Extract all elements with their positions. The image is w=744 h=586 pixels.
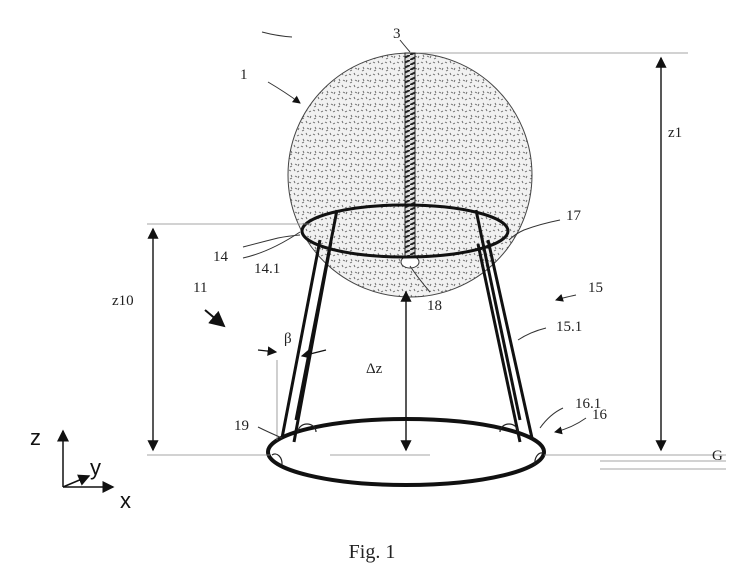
leg-front-right — [476, 239, 534, 443]
feet — [271, 423, 544, 466]
label-upper-ring: 14 — [213, 249, 229, 265]
axis-y-label: y — [90, 455, 101, 480]
legs — [280, 209, 534, 443]
angle-arrow-right — [300, 349, 327, 359]
label-ground: G — [712, 448, 723, 464]
label-tether: 3 — [393, 26, 401, 42]
leader-lines — [242, 31, 564, 439]
angle-arrow-left — [257, 346, 278, 356]
label-attachment: 17 — [566, 208, 582, 224]
pointer-15 — [555, 293, 577, 302]
pointer-1 — [267, 81, 301, 104]
reference-lines — [147, 52, 726, 470]
axis-x-label: x — [120, 488, 131, 513]
label-gap: Δz — [366, 361, 383, 377]
axis-z-label: z — [30, 425, 41, 450]
label-upper-ring-sub: 14.1 — [254, 261, 280, 277]
label-lower-ring-sub: 16.1 — [575, 396, 601, 412]
pointer-16 — [554, 417, 587, 435]
label-lower-ring: 16 — [592, 407, 608, 423]
figure-caption: Fig. 1 — [349, 541, 396, 563]
leg-back-right — [474, 209, 522, 421]
label-legs: 15 — [588, 280, 603, 296]
label-tether-end: 18 — [427, 298, 442, 314]
label-height-frame: z10 — [112, 293, 134, 309]
leg-back-left — [294, 209, 339, 421]
label-frame: 11 — [193, 280, 207, 296]
label-angle: β — [284, 331, 292, 347]
upper-ring — [300, 203, 510, 259]
coordinate-axes: z y x — [30, 425, 131, 513]
tether — [404, 52, 416, 259]
pointer-11 — [204, 309, 226, 328]
label-balloon: 1 — [240, 67, 248, 83]
label-leg-sub: 15.1 — [556, 319, 582, 335]
label-foot: 19 — [234, 418, 249, 434]
label-height-total: z1 — [668, 125, 682, 141]
